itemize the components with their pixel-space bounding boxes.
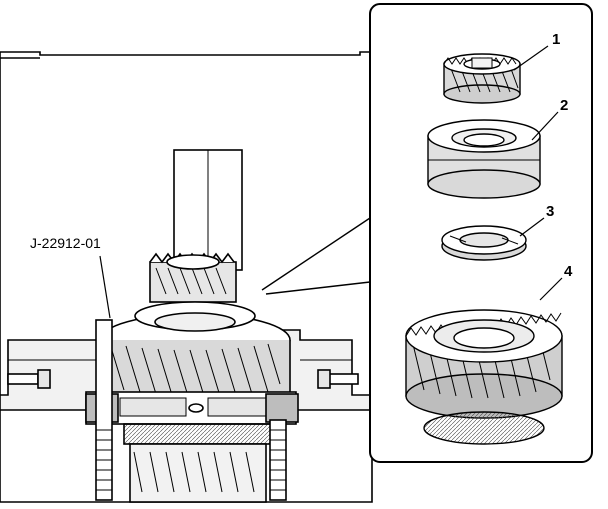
callout-leader-2 (531, 111, 559, 141)
part-2-bearing (427, 119, 541, 199)
part-4-large-gear (405, 309, 563, 445)
tool-label: J-22912-01 (30, 235, 101, 251)
callout-number-1: 1 (552, 31, 560, 48)
upper-shaft-gear (149, 252, 237, 303)
callout-leader-3 (519, 217, 545, 237)
callout-number-2: 2 (560, 97, 568, 114)
callout-number-4: 4 (564, 263, 573, 280)
callout-leader-4 (539, 277, 563, 301)
table-bolt-left (7, 369, 51, 389)
press-assembly (0, 51, 373, 503)
tool-label-leader (99, 255, 111, 319)
detail-pointer (261, 217, 371, 295)
callout-leaders (513, 45, 563, 301)
part-3-washer (441, 225, 527, 261)
table-bolt-right (317, 369, 359, 389)
part-1-small-gear (443, 53, 521, 104)
large-gear-in-press (99, 301, 291, 397)
callout-number-3: 3 (546, 203, 554, 220)
threaded-rod-left (95, 319, 113, 501)
lower-gear-stack (123, 423, 273, 503)
callout-leader-1 (513, 45, 549, 71)
threaded-rod-right (269, 419, 287, 501)
puller-bar (85, 391, 299, 425)
